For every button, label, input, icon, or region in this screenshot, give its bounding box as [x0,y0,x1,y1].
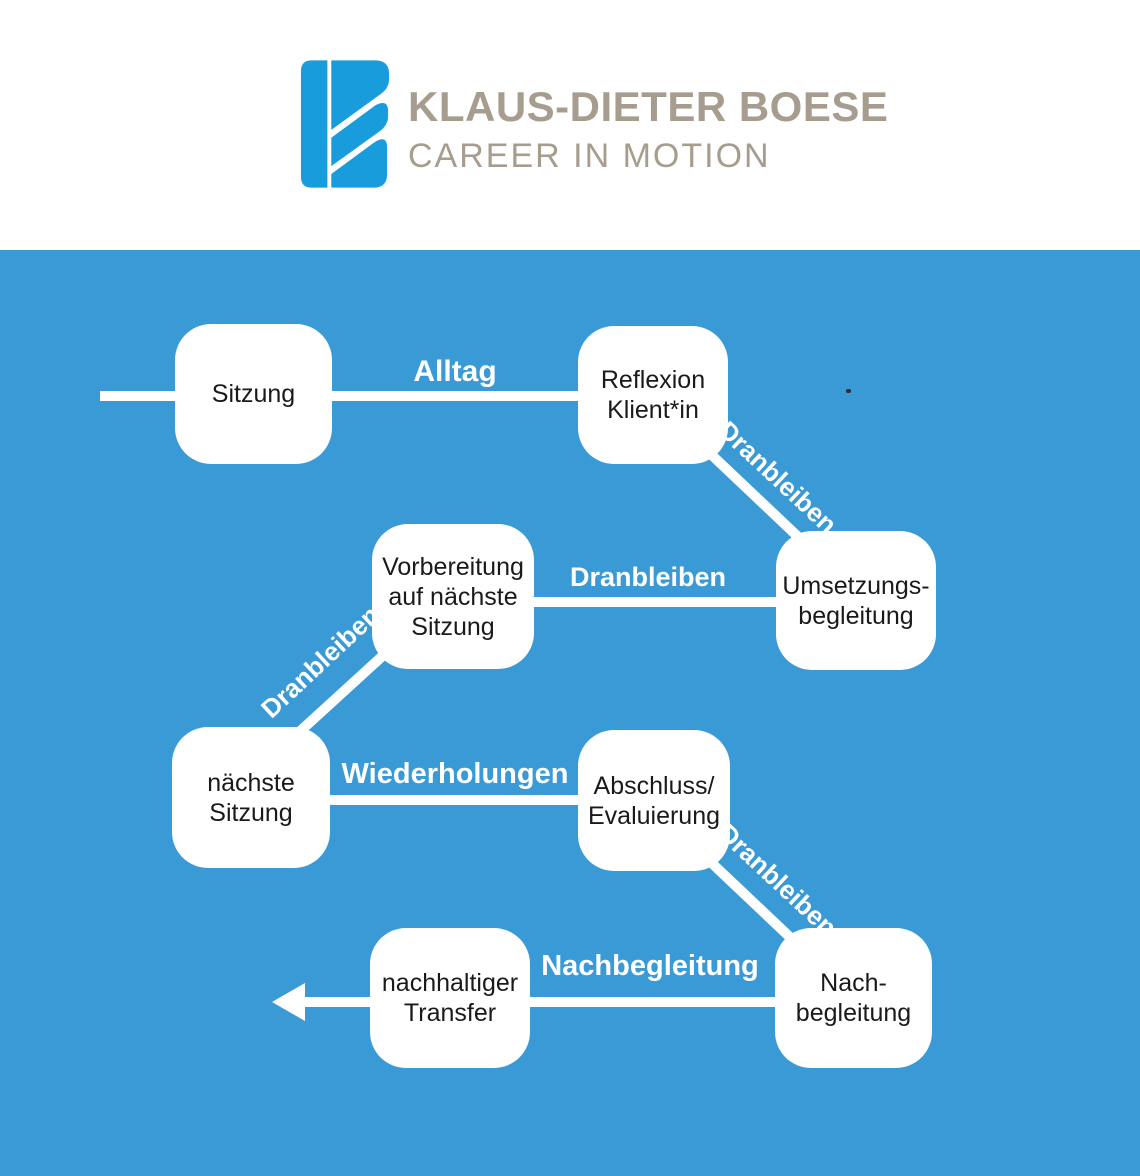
brand-logo-icon [300,60,390,188]
edge-label-nachbegleitung: Nachbegleitung [541,950,759,982]
node-abschluss-evaluierung: Abschluss/ Evaluierung [578,730,730,871]
node-umsetzungsbegleitung: Umsetzungs- begleitung [776,531,936,670]
node-vorbereitung-naechste-sitzung: Vorbereitung auf nächste Sitzung [372,524,534,669]
brand-text-block: KLAUS-DIETER BOESE CAREER IN MOTION [408,83,889,176]
brand-name: KLAUS-DIETER BOESE [408,83,889,130]
edge-label-alltag: Alltag [413,355,497,388]
node-label: Abschluss/ Evaluierung [587,771,721,830]
node-label: Vorbereitung auf nächste Sitzung [382,552,524,641]
exit-arrowhead-icon [272,983,305,1021]
node-naechste-sitzung: nächste Sitzung [172,727,330,868]
node-reflexion-klientin: Reflexion Klient*in [578,326,728,464]
node-sitzung: Sitzung [175,324,332,464]
connector-reflexion-umsetzung [694,438,816,554]
node-nachhaltiger-transfer: nachhaltiger Transfer [370,928,530,1068]
edge-label-wiederholungen: Wiederholungen [341,758,569,790]
node-label: Nach- begleitung [795,969,912,1027]
node-label: nachhaltiger Transfer [381,969,519,1027]
header: KLAUS-DIETER BOESE CAREER IN MOTION [0,0,1140,250]
connector-layer [100,391,816,1021]
node-label: Umsetzungs- begleitung [782,571,930,630]
node-label: nächste Sitzung [207,768,295,827]
flowchart: Sitzung Reflexion Klient*in Umsetzungs- … [0,250,1140,1176]
edge-label-dranbleiben-2: Dranbleiben [569,562,727,592]
brand-tagline: CAREER IN MOTION [408,137,771,176]
dust-speck [846,389,851,393]
node-label: Sitzung [211,380,296,408]
node-nachbegleitung: Nach- begleitung [775,928,932,1068]
node-label: Reflexion Klient*in [600,366,706,424]
